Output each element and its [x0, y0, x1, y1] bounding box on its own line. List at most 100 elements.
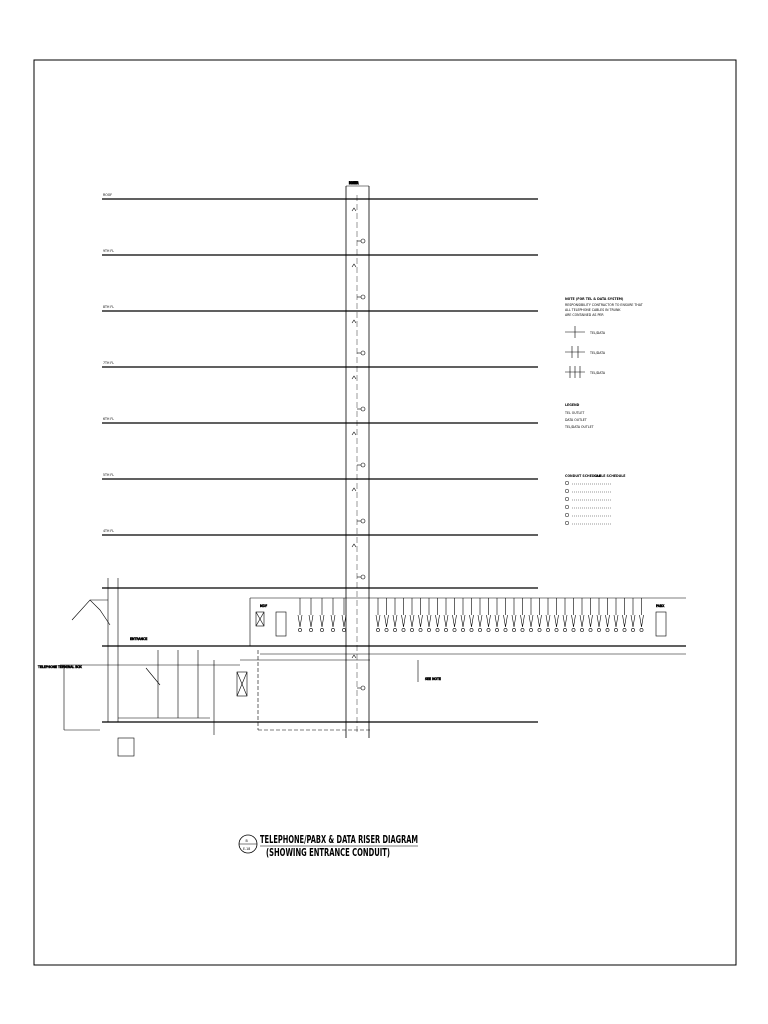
outlet-box	[469, 598, 474, 632]
schedule-bullet	[564, 520, 570, 526]
outlet-terminal	[537, 628, 542, 632]
outlet-terminal	[631, 628, 635, 632]
riser-tap-outlet	[360, 350, 366, 356]
outlet-symbol	[537, 614, 542, 628]
notes-line-3: ARE CONTAINED AS PER	[565, 313, 604, 317]
outlet-terminal	[435, 628, 440, 632]
notes-heading: NOTE (FOR TEL & DATA SYSTEM)	[565, 297, 624, 301]
outlet-symbol	[426, 614, 432, 628]
riser-tap	[351, 487, 366, 524]
outlet-symbol	[418, 614, 423, 628]
outlet-box	[579, 598, 585, 632]
legend-item-3: TEL/DATA OUTLET	[564, 425, 594, 429]
outlet-symbol	[605, 614, 610, 628]
outlet-terminal	[444, 628, 448, 632]
outlet-box	[384, 598, 389, 632]
outlet-terminal	[309, 628, 313, 632]
outlet-terminal	[410, 628, 414, 632]
legend-item-2: DATA OUTLET	[565, 418, 587, 422]
schedule-bullet	[564, 504, 570, 510]
riser-tap-mark	[351, 543, 357, 548]
riser-label: RISER	[349, 181, 359, 185]
riser-tap-outlet	[360, 462, 366, 468]
riser-tap	[351, 263, 366, 300]
riser-tap-outlet	[360, 406, 366, 412]
outlet-box	[562, 598, 568, 632]
riser-tap-mark	[351, 207, 357, 212]
riser-tap	[351, 375, 366, 412]
outlet-box	[375, 598, 381, 632]
outlet-box	[554, 598, 559, 632]
see-note-label: SEE NOTE	[425, 677, 441, 681]
outlet-terminal	[546, 628, 550, 632]
outlet-symbol	[392, 614, 398, 628]
outlet-terminal	[571, 628, 576, 632]
outlet-box	[605, 598, 610, 632]
outlet-symbol	[562, 614, 568, 628]
outlet-symbol	[520, 614, 525, 628]
notes-symbol-3: TEL/DATA	[589, 371, 606, 375]
outlet-terminal	[401, 628, 406, 632]
notes-line-2: ALL TELEPHONE CABLES IN TRUNK	[565, 308, 621, 312]
schedule-bullet	[564, 496, 570, 502]
outlet-symbol	[341, 614, 347, 628]
riser-tap-mark	[351, 654, 357, 659]
outlet-box	[486, 598, 491, 632]
riser-tap	[351, 207, 366, 244]
outlet-symbol	[409, 614, 415, 628]
outlet-terminal	[580, 628, 584, 632]
outlet-symbol	[494, 614, 500, 628]
outlet-box	[297, 598, 303, 632]
outlet-symbol	[297, 614, 303, 628]
floor-label-8: 8TH FL	[103, 305, 114, 309]
mdf-label: MDF	[260, 604, 267, 608]
outlet-box	[622, 598, 627, 632]
outlet-terminal	[512, 628, 516, 632]
outlet-symbol	[435, 614, 440, 628]
outlet-symbol	[596, 614, 602, 628]
outlet-box	[588, 598, 593, 632]
floor-label-6: 6TH FL	[103, 417, 114, 421]
schedule-row	[564, 480, 612, 486]
outlet-terminal	[529, 628, 533, 632]
diagram-title: TELEPHONE/PABX & DATA RISER DIAGRAM	[260, 834, 418, 846]
floor-label-4: 4TH FL	[103, 529, 114, 533]
outlet-terminal	[342, 628, 346, 632]
outlet-terminal	[495, 628, 499, 632]
outlet-symbol	[511, 614, 517, 628]
outlet-terminal	[469, 628, 474, 632]
floor-labels: ROOF 9TH FL 8TH FL 7TH FL 6TH FL 5TH FL …	[103, 193, 114, 533]
outlet-terminal	[563, 628, 567, 632]
schedule-row	[564, 512, 612, 518]
schedule-rows	[564, 480, 612, 526]
outlet-box	[613, 598, 619, 632]
outlet-box	[639, 598, 644, 632]
outlet-box	[596, 598, 602, 632]
schedule-heading: CONDUIT SCHEDULE	[565, 474, 601, 478]
riser-tap-outlet	[360, 574, 366, 580]
outlet-terminal	[554, 628, 559, 632]
outlet-box	[341, 598, 347, 632]
floor-label-7: 7TH FL	[103, 361, 114, 365]
outlet-symbol	[613, 614, 619, 628]
outlet-terminal	[486, 628, 491, 632]
outlet-box	[409, 598, 415, 632]
outlet-symbol	[630, 614, 636, 628]
outlet-terminal	[503, 628, 508, 632]
outlet-symbol	[384, 614, 389, 628]
outlet-symbol	[452, 614, 457, 628]
riser-tap-mark	[351, 263, 357, 268]
outlet-terminal	[614, 628, 618, 632]
outlet-terminal	[320, 628, 324, 632]
outlet-terminal	[376, 628, 380, 632]
legend-block: LEGEND TEL OUTLET DATA OUTLET TEL/DATA O…	[564, 403, 594, 429]
riser-tap-mark	[351, 375, 357, 380]
outlet-terminal	[588, 628, 593, 632]
outlet-box	[477, 598, 483, 632]
outlet-terminal	[298, 628, 302, 632]
outlet-symbol	[460, 614, 466, 628]
outlet-box	[537, 598, 542, 632]
outlet-terminal	[520, 628, 525, 632]
riser-tap-outlet	[360, 685, 366, 691]
riser-tap-outlet	[360, 238, 366, 244]
